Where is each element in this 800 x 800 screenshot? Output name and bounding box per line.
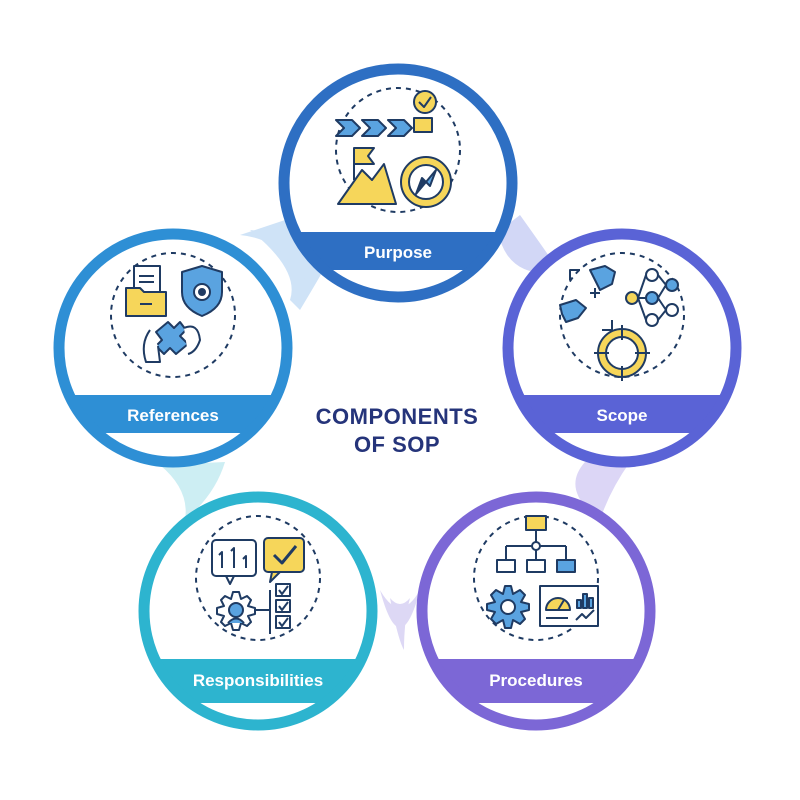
- component-references: References: [53, 228, 293, 468]
- folder-shield-puzzle-icon: [110, 252, 236, 378]
- component-scope: Scope: [502, 228, 742, 468]
- title-line-2: OF SOP: [354, 432, 440, 457]
- checklist-gear-person-icon: [195, 515, 321, 641]
- component-purpose: Purpose: [278, 63, 518, 303]
- title-line-1: COMPONENTS: [316, 404, 479, 429]
- flowchart-gear-dashboard-icon: [473, 515, 599, 641]
- scope-label: Scope: [596, 406, 647, 425]
- purpose-label: Purpose: [364, 243, 432, 262]
- references-label: References: [127, 406, 219, 425]
- responsibilities-label: Responsibilities: [193, 671, 323, 690]
- component-procedures: Procedures: [416, 491, 656, 731]
- mountain-flag-compass-icon: [335, 87, 461, 213]
- procedures-label: Procedures: [489, 671, 583, 690]
- diagram-title: COMPONENTS OF SOP: [316, 404, 479, 457]
- component-responsibilities: Responsibilities: [138, 491, 378, 731]
- target-network-icon: [559, 252, 685, 381]
